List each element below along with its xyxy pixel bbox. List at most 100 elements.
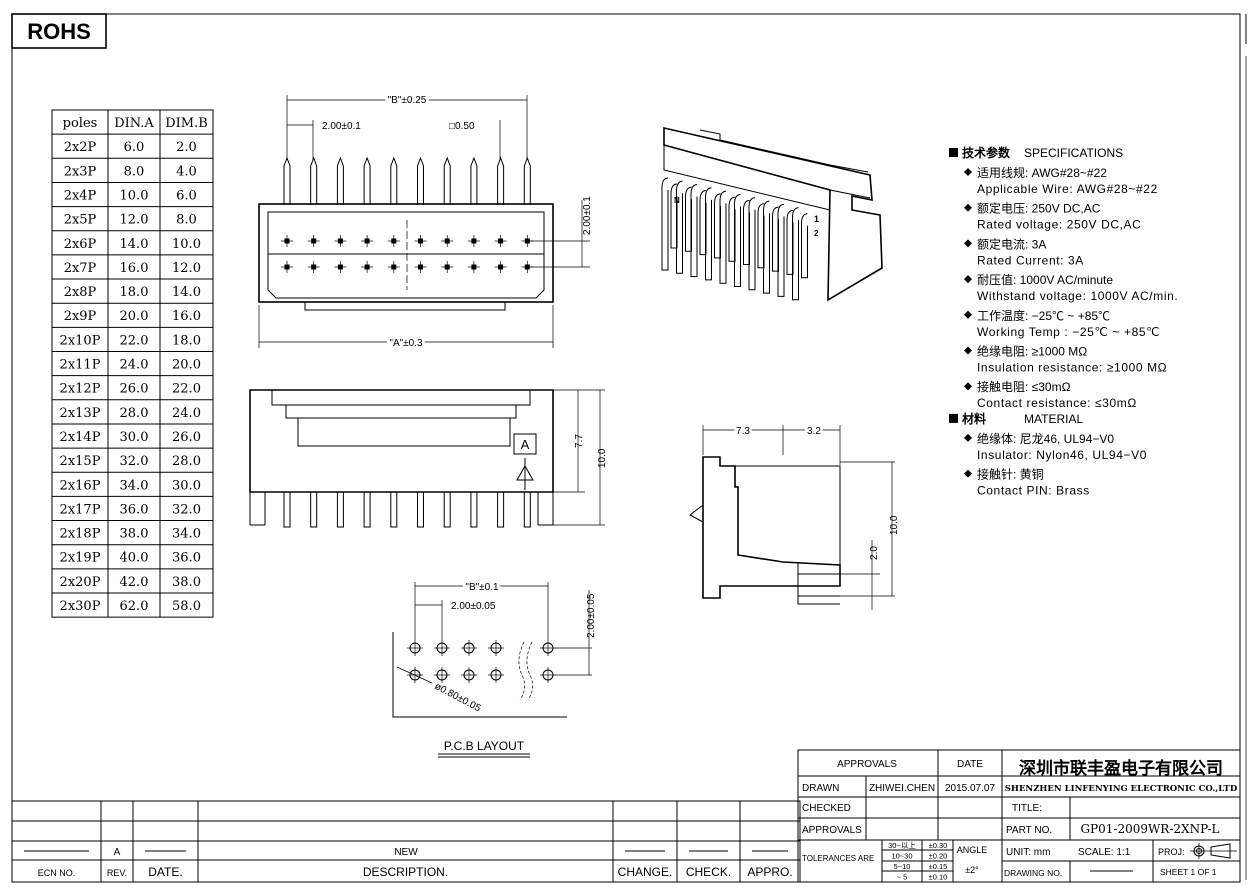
tolerance-range: 5~10 (894, 862, 911, 871)
table-cell: 18.0 (172, 333, 201, 348)
pin (283, 156, 291, 205)
revision-header: DESCRIPTION. (363, 865, 448, 879)
table-cell: 8.0 (124, 164, 145, 179)
table-cell: 16.0 (120, 261, 149, 276)
dim-3-2: 3.2 (807, 426, 821, 437)
diamond-bullet-icon (964, 168, 972, 176)
pin (390, 492, 398, 528)
iso-pin (676, 180, 683, 274)
pcb-title: P.C.B LAYOUT (444, 739, 525, 753)
pin (497, 156, 505, 205)
tolerance-value: ±0.10 (929, 873, 948, 882)
table-cell: 10.0 (120, 188, 149, 203)
dim-2-0: 2.0 (869, 546, 880, 560)
isometric-view: 1 2 N (661, 126, 883, 302)
projection-symbol-icon (1190, 843, 1237, 859)
section-heading-cn: 技术参数 (962, 145, 1011, 160)
iso-pin (699, 190, 707, 256)
table-cell: 2x18P (60, 527, 101, 542)
diamond-bullet-icon (964, 382, 972, 391)
table-cell: 20.0 (120, 309, 149, 324)
rev-description: NEW (394, 847, 418, 858)
angle-value: ±2° (965, 865, 979, 875)
spec-cn: 额定电流: 3A (977, 236, 1046, 251)
pin (283, 492, 291, 528)
dim-a: "A"±0.3 (389, 338, 423, 349)
spec-cn: 额定电压: 250V DC,AC (977, 201, 1101, 216)
diamond-bullet-icon (964, 433, 972, 442)
iso-pin (719, 190, 727, 284)
iso-pin (728, 196, 736, 262)
table-cell: 38.0 (120, 527, 149, 542)
table-cell: 24.0 (120, 358, 149, 373)
table-cell: 2x15P (60, 454, 101, 469)
pin (390, 156, 398, 205)
table-cell: 2x12P (60, 382, 101, 397)
pcb-dim-b: "B"±0.1 (465, 582, 499, 593)
pin (470, 156, 478, 205)
table-cell: 14.0 (172, 285, 201, 300)
part-no-value: GP01-2009WR-2XNP-L (1080, 822, 1219, 836)
table-cell: 10.0 (172, 237, 201, 252)
approvals-label: APPROVALS (802, 825, 862, 836)
pin (443, 492, 451, 528)
iso-pin (685, 186, 692, 252)
company-name-en: SHENZHEN LINFENYING ELECTRONIC CO.,LTD (1005, 784, 1238, 794)
diamond-bullet-icon (964, 469, 972, 478)
part-no-label: PART NO. (1006, 825, 1052, 836)
spec-en: Withstand voltage: 1000V AC/min. (977, 289, 1178, 303)
table-cell: 2x2P (64, 140, 97, 155)
dim-row-pitch: 2.00±0.1 (582, 196, 593, 235)
sheet-label: SHEET 1 OF 1 (1160, 867, 1217, 877)
spec-en: Insulation resistance: ≥1000 MΩ (977, 361, 1167, 375)
iso-pin-1: 1 (814, 214, 819, 224)
pin (523, 156, 531, 205)
table-cell: 36.0 (120, 502, 149, 517)
pin (417, 156, 424, 205)
dim-pitch: 2.00±0.1 (322, 121, 361, 132)
table-cell: 30.0 (120, 430, 149, 445)
section-bullet-icon (949, 148, 958, 157)
spec-cn: 绝缘体: 尼龙46, UL94−V0 (977, 431, 1114, 446)
checked-label: CHECKED (802, 803, 851, 814)
diamond-bullet-icon (964, 239, 972, 248)
table-cell: 22.0 (120, 333, 149, 348)
rohs-label: ROHS (27, 19, 91, 44)
scale-label: SCALE: 1:1 (1078, 847, 1131, 858)
table-cell: 14.0 (120, 237, 149, 252)
table-cell: 2.0 (176, 140, 197, 155)
right-side-view: 7.3 3.2 2.0 10.0 (689, 424, 900, 610)
section-heading-en: SPECIFICATIONS (1024, 146, 1123, 160)
tolerance-value: ±0.15 (929, 862, 948, 871)
table-cell: 2x11P (60, 358, 101, 373)
revision-block: ECN NO.REV.DATE.DESCRIPTION.CHANGE.CHECK… (11, 800, 801, 883)
table-cell: 2x20P (60, 575, 101, 590)
pin (497, 492, 505, 528)
dim-7-7: 7.7 (574, 434, 585, 448)
table-cell: 2x10P (60, 333, 101, 348)
revision-header: APPRO. (747, 865, 792, 879)
section-bullet-icon (949, 413, 958, 423)
pcb-dim-row: 2.00±0.05 (586, 593, 597, 638)
projection-label: PROJ: (1158, 847, 1185, 857)
iso-pin (792, 207, 799, 301)
table-cell: 38.0 (172, 575, 201, 590)
table-cell: 18.0 (120, 285, 149, 300)
revision-header: CHANGE. (618, 865, 673, 879)
diamond-bullet-icon (964, 203, 972, 212)
spec-en: Working Temp : −25℃ ~ +85℃ (977, 325, 1160, 339)
drawing-no-label: DRAWING NO. (1004, 868, 1062, 878)
section-heading-en: MATERIAL (1024, 412, 1083, 426)
table-cell: 28.0 (172, 454, 201, 469)
revision-header: ECN NO. (38, 868, 76, 878)
pin (470, 492, 478, 528)
iso-pin (690, 184, 698, 278)
pin (336, 156, 344, 205)
section-heading-cn: 材料 (961, 411, 986, 426)
spec-en: Rated Current: 3A (977, 253, 1084, 267)
table-cell: 2x9P (64, 309, 97, 324)
diamond-bullet-icon (964, 346, 972, 355)
table-cell: 2x17P (60, 502, 101, 517)
